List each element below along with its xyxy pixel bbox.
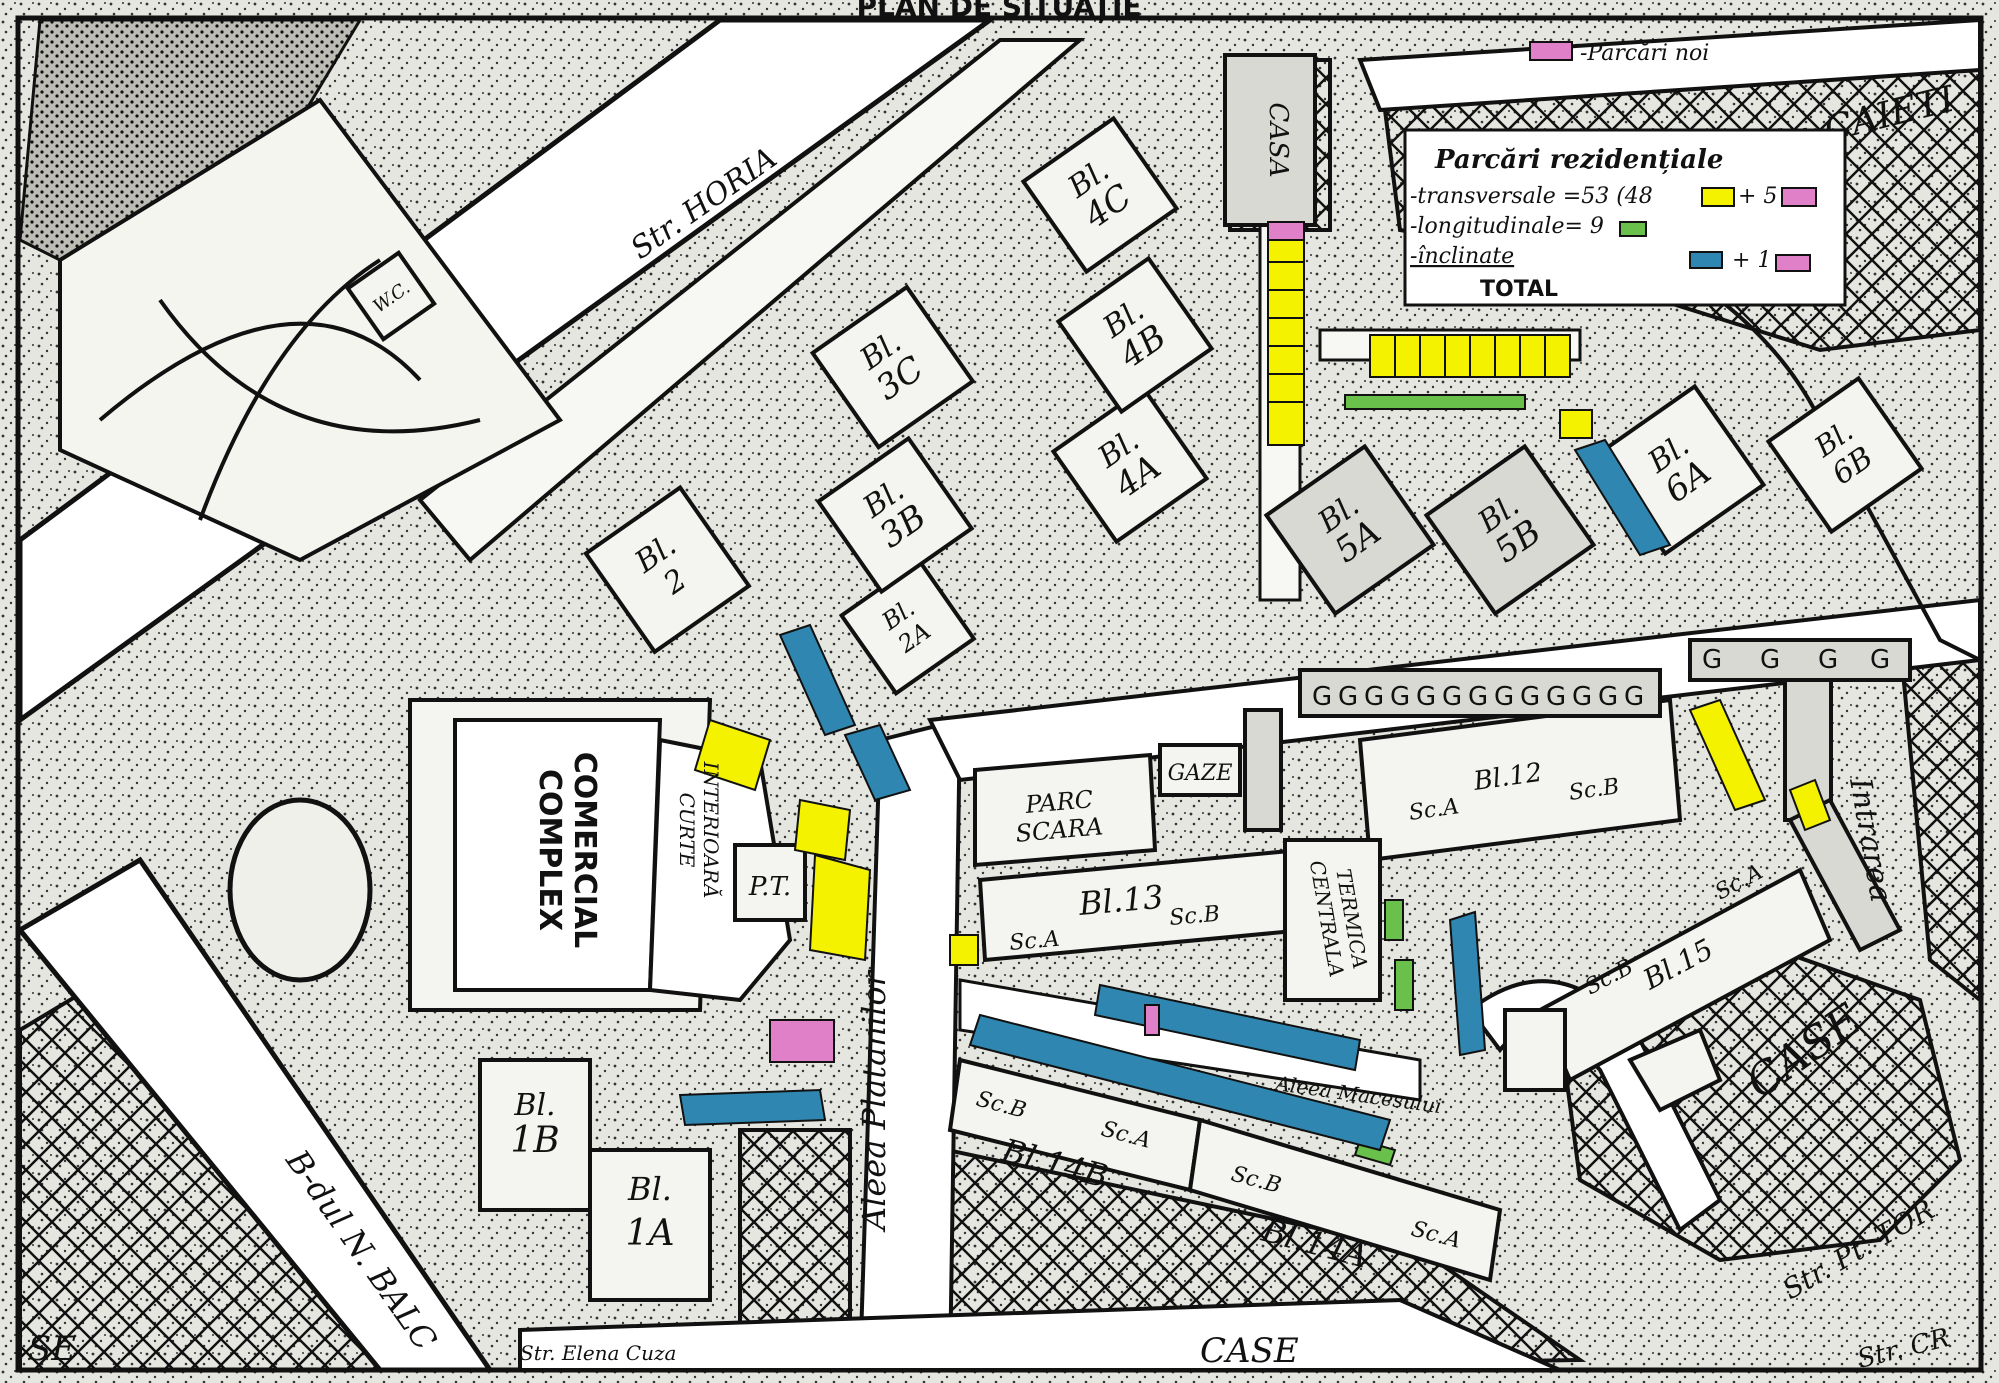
buildings: [345, 53, 1925, 1302]
garage-label: G: [1364, 682, 1384, 712]
parking-blue: [678, 438, 1672, 1152]
garage-label: G: [1870, 645, 1890, 675]
garage-label: G: [1468, 682, 1488, 712]
parking-pink: [769, 221, 1305, 1063]
legend-swatch-green: [1619, 221, 1647, 237]
legend-swatch-yellow: [1701, 187, 1735, 207]
garage-label: G: [1818, 645, 1838, 675]
label-bl-1b-b: 1B: [510, 1120, 559, 1161]
label-case-bottom: CASE: [1200, 1331, 1299, 1371]
legend-new-label: -Parcări noi: [1580, 41, 1709, 66]
legend-row-inclinate: -înclinate: [1410, 244, 1514, 269]
stair-labels: Sc.A Sc.B Sc.A Sc.B Sc.A Sc.B Sc.B Sc.A …: [973, 774, 1767, 1254]
legend-new-swatch: [1529, 41, 1573, 61]
legend-row-longitudinale: -longitudinale= 9: [1410, 214, 1604, 239]
label-se: SE: [28, 1329, 76, 1369]
garage-label: G: [1442, 682, 1462, 712]
label-gaze: GAZE: [1168, 761, 1233, 786]
label-curte-1: CURTE: [675, 793, 699, 868]
garage-label: G: [1338, 682, 1358, 712]
garage-label: G: [1390, 682, 1410, 712]
legend-row-inclinate-plus: + 1: [1732, 248, 1771, 273]
legend-heading: Parcări rezidențiale: [1434, 145, 1723, 175]
parking-green: [1344, 394, 1526, 1167]
label-bl-13: Bl.13: [1076, 878, 1165, 923]
street-label-cuza: Str. Elena Cuza: [520, 1341, 676, 1365]
garage-label: G: [1520, 682, 1540, 712]
label-complex-1: COMPLEX: [532, 769, 567, 931]
garage-label: G: [1546, 682, 1566, 712]
label-pt: P.T.: [748, 872, 791, 902]
label-bl-1a-a: Bl.: [627, 1170, 672, 1208]
label-parc-1: PARC: [1023, 785, 1094, 819]
legend-swatch-blue: [1689, 251, 1723, 269]
parking-yellow: [693, 234, 1832, 966]
legend: -Parcări noi Parcări rezidențiale -trans…: [1403, 41, 1847, 307]
garage-label: G: [1494, 682, 1514, 712]
legend-row-transversale-plus: + 5: [1738, 184, 1777, 209]
map-title: PLAN DE SITUAȚIE: [856, 0, 1141, 23]
label-curte-2: INTERIOARĂ: [699, 761, 723, 899]
label-bl-1a-b: 1A: [626, 1213, 675, 1254]
garage-label: G: [1624, 682, 1644, 712]
label-bl-1b-a: Bl.: [513, 1088, 555, 1123]
garage-label: G: [1572, 682, 1592, 712]
garage-label: G: [1598, 682, 1618, 712]
legend-total: TOTAL: [1480, 277, 1558, 302]
stair-label: Sc.A: [1008, 927, 1060, 956]
garage-label: G: [1702, 645, 1722, 675]
label-complex-2: COMERCIAL: [567, 752, 602, 948]
legend-swatch-pink: [1781, 187, 1817, 207]
garage-label: G: [1416, 682, 1436, 712]
legend-box: [1403, 128, 1847, 307]
legend-row-transversale: -transversale =53 (48: [1410, 184, 1653, 209]
stair-label: Sc.B: [1168, 902, 1221, 931]
label-casa-top: CASA: [1263, 102, 1293, 177]
legend-swatch-pink-2: [1775, 254, 1811, 272]
street-label-platanilor: Aleea Platanilor: [855, 969, 893, 1233]
garage-label: G: [1312, 682, 1332, 712]
garage-label: G: [1760, 645, 1780, 675]
